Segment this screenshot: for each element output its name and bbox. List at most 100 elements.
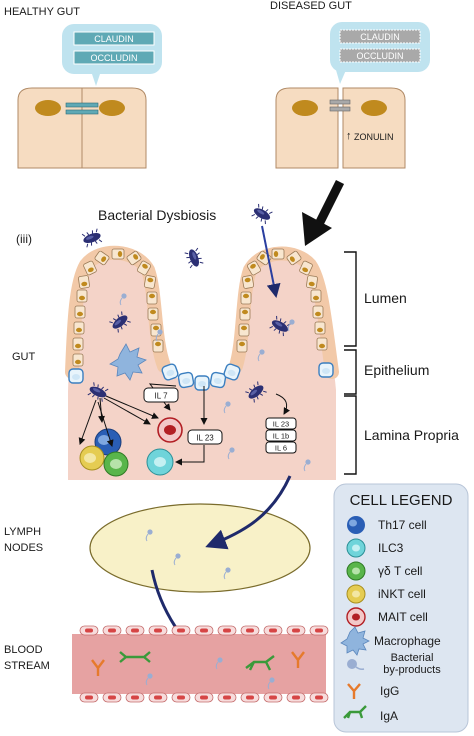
epithelial-cells-right-villus (236, 248, 328, 353)
bacterium-icon (80, 227, 104, 249)
epithelial-cell (236, 339, 248, 353)
epithelial-cell (143, 275, 157, 289)
blood-contents (91, 651, 305, 690)
diseased-claudin-label: CLAUDIN (360, 32, 400, 42)
legend-label-macrophage: Macrophage (374, 634, 441, 648)
crypt-cell (177, 371, 195, 389)
epithelial-cell (316, 337, 328, 351)
crypt-cell (194, 375, 210, 391)
igg-antibody-icon (291, 651, 305, 668)
epithelial-cell (310, 289, 322, 303)
legend-title: CELL LEGEND (350, 492, 453, 509)
lamina-propria-label: Lamina Propria (364, 427, 459, 443)
epithelial-cell (72, 337, 84, 351)
epithelial-cell (94, 250, 110, 266)
legend-label-igg: IgG (380, 684, 399, 698)
epithelial-cell (126, 250, 142, 266)
lumen-label: Lumen (364, 290, 407, 306)
zonulin-up-arrow-icon: ↑ (346, 130, 352, 142)
epithelial-cells-left-villus (72, 248, 164, 367)
crypt-cell (68, 368, 84, 384)
epithelial-cell (306, 275, 318, 289)
blood-label-line2: STREAM (4, 660, 50, 672)
nucleus (292, 100, 318, 116)
healthy-claudin-label: CLAUDIN (94, 34, 134, 44)
epithelial-cell (238, 323, 250, 337)
cell-legend: CELL LEGEND Th17 cell ILC3 γδ T cell iNK… (333, 483, 469, 733)
lymph-label-line2: NODES (4, 542, 43, 554)
il23-stack-label: IL 23 (273, 420, 289, 429)
iga-antibody-icon (245, 655, 275, 671)
crypt-cell (223, 363, 241, 381)
epithelial-cell (152, 339, 164, 353)
layer-brackets (344, 251, 357, 475)
macrophage-icon (109, 343, 147, 381)
epithelial-cell (271, 248, 285, 260)
zonulin-label: ZONULIN (354, 132, 394, 142)
epithelial-cell (312, 305, 324, 319)
lamina-immune-cells (79, 417, 183, 477)
crypt-cell (209, 371, 227, 389)
diseased-epithelial-cells (275, 87, 406, 169)
crypt-cell (318, 362, 334, 378)
bacterium-icon (183, 246, 205, 270)
blood-vessel (72, 625, 329, 703)
nucleus (361, 100, 387, 116)
bacterial-byproduct-icon (347, 659, 365, 670)
legend-label-ilc3: ILC3 (378, 541, 404, 555)
diseased-gut-panel: DISEASED GUT CLAUDIN OCCLUDIN ↑ ZONULIN (270, 0, 430, 169)
epithelial-cell (74, 305, 86, 319)
epithelial-cell (314, 321, 326, 335)
to-lymph-arrow (205, 475, 292, 550)
cytokine-il7: IL 7 (143, 387, 179, 403)
healthy-occludin-label: OCCLUDIN (90, 53, 137, 63)
epithelial-cell (146, 291, 158, 305)
epithelial-cell (83, 260, 97, 276)
panel-label: (iii) (16, 232, 32, 246)
il1b-stack-label: IL 1b (273, 432, 289, 441)
epithelial-cell (78, 275, 90, 289)
healthy-gut-title: HEALTHY GUT (4, 6, 80, 18)
igg-antibody-icon (347, 683, 361, 699)
bacteria-invasion-arrow (261, 225, 281, 298)
epithelial-cell (73, 321, 85, 335)
epithelial-cell (240, 291, 252, 305)
epithelial-cell (239, 307, 251, 321)
cytokine-il23-center: IL 23 (187, 429, 223, 445)
il6-stack-label: IL 6 (275, 444, 287, 453)
nucleus (99, 100, 125, 116)
lymph-label-line1: LYMPH (4, 526, 41, 538)
nucleus (35, 100, 61, 116)
epithelial-cells-crypt (68, 362, 334, 391)
legend-label-mait: MAIT cell (378, 610, 428, 624)
iga-antibody-icon (343, 705, 367, 719)
epithelial-cell (247, 260, 261, 276)
healthy-epithelial-cells (17, 87, 147, 169)
legend-label-gd-t: γδ T cell (378, 564, 422, 578)
diseased-occludin-label: OCCLUDIN (356, 51, 403, 61)
legend-label-th17: Th17 cell (378, 518, 427, 532)
igg-antibody-icon (91, 659, 105, 676)
big-down-arrow-icon (313, 179, 345, 229)
epithelial-cell (286, 250, 302, 266)
crypt-cell (161, 363, 179, 381)
bacterial-dysbiosis-label: Bacterial Dysbiosis (98, 207, 216, 223)
diseased-gut-title: DISEASED GUT (270, 0, 352, 12)
epithelium-label: Epithelium (364, 362, 429, 378)
il7-label: IL 7 (154, 392, 168, 401)
epithelial-cell (241, 275, 255, 289)
macrophage-icon (340, 626, 370, 656)
gut-label: GUT (12, 351, 36, 363)
epithelial-cell (76, 289, 88, 303)
epithelial-cell (147, 307, 159, 321)
epithelial-cell (299, 260, 313, 276)
healthy-gut-panel: HEALTHY GUT CLAUDIN OCCLUDIN (4, 6, 162, 169)
epithelial-cell (137, 260, 151, 276)
il23-center-label: IL 23 (196, 434, 214, 443)
cytokine-stack: IL 23 IL 1b IL 6 (265, 417, 297, 454)
blood-label-line1: BLOOD (4, 644, 43, 656)
legend-label-inkt: iNKT cell (378, 587, 426, 601)
lymph-node (89, 503, 311, 593)
iga-antibody-icon (119, 651, 151, 663)
